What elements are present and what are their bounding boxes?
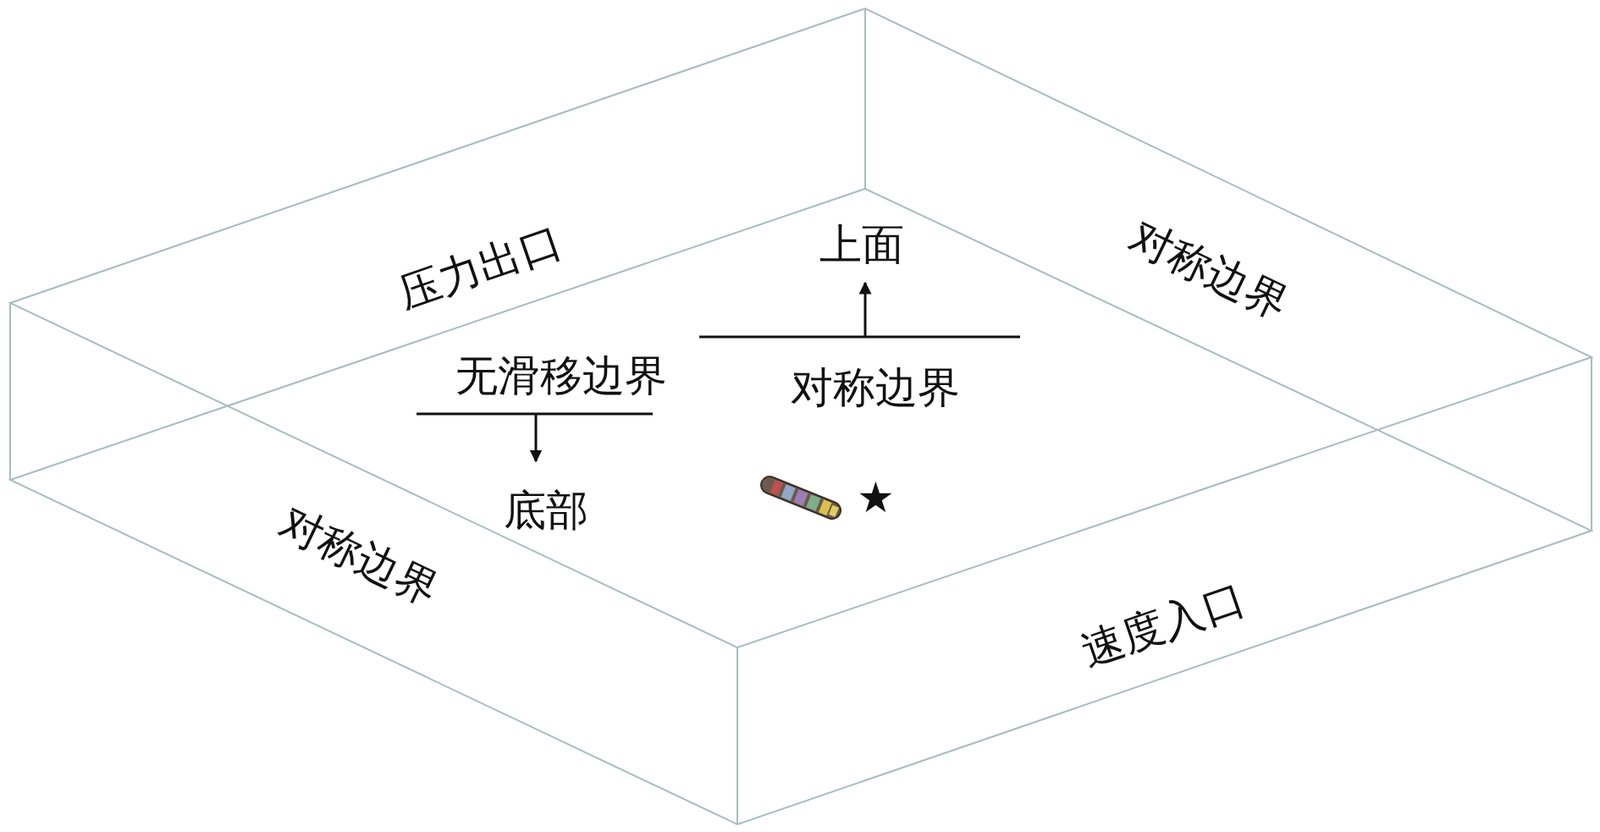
boundary-label: 压力出口 <box>391 217 568 317</box>
domain-box <box>10 8 1592 825</box>
boundary-label: 对称边界 <box>272 498 446 614</box>
boundary-label: 对称边界 <box>790 364 960 412</box>
boundary-label: 无滑移边界 <box>455 353 668 400</box>
marker-symbol: ★ <box>856 474 895 522</box>
boundary-label: 速度入口 <box>1075 574 1251 674</box>
ship-model <box>758 474 844 522</box>
boundary-label: 对称边界 <box>1122 212 1296 328</box>
leader-lines <box>416 282 1021 462</box>
face-label: 上面 <box>819 221 905 269</box>
face-label: 底部 <box>503 487 589 535</box>
